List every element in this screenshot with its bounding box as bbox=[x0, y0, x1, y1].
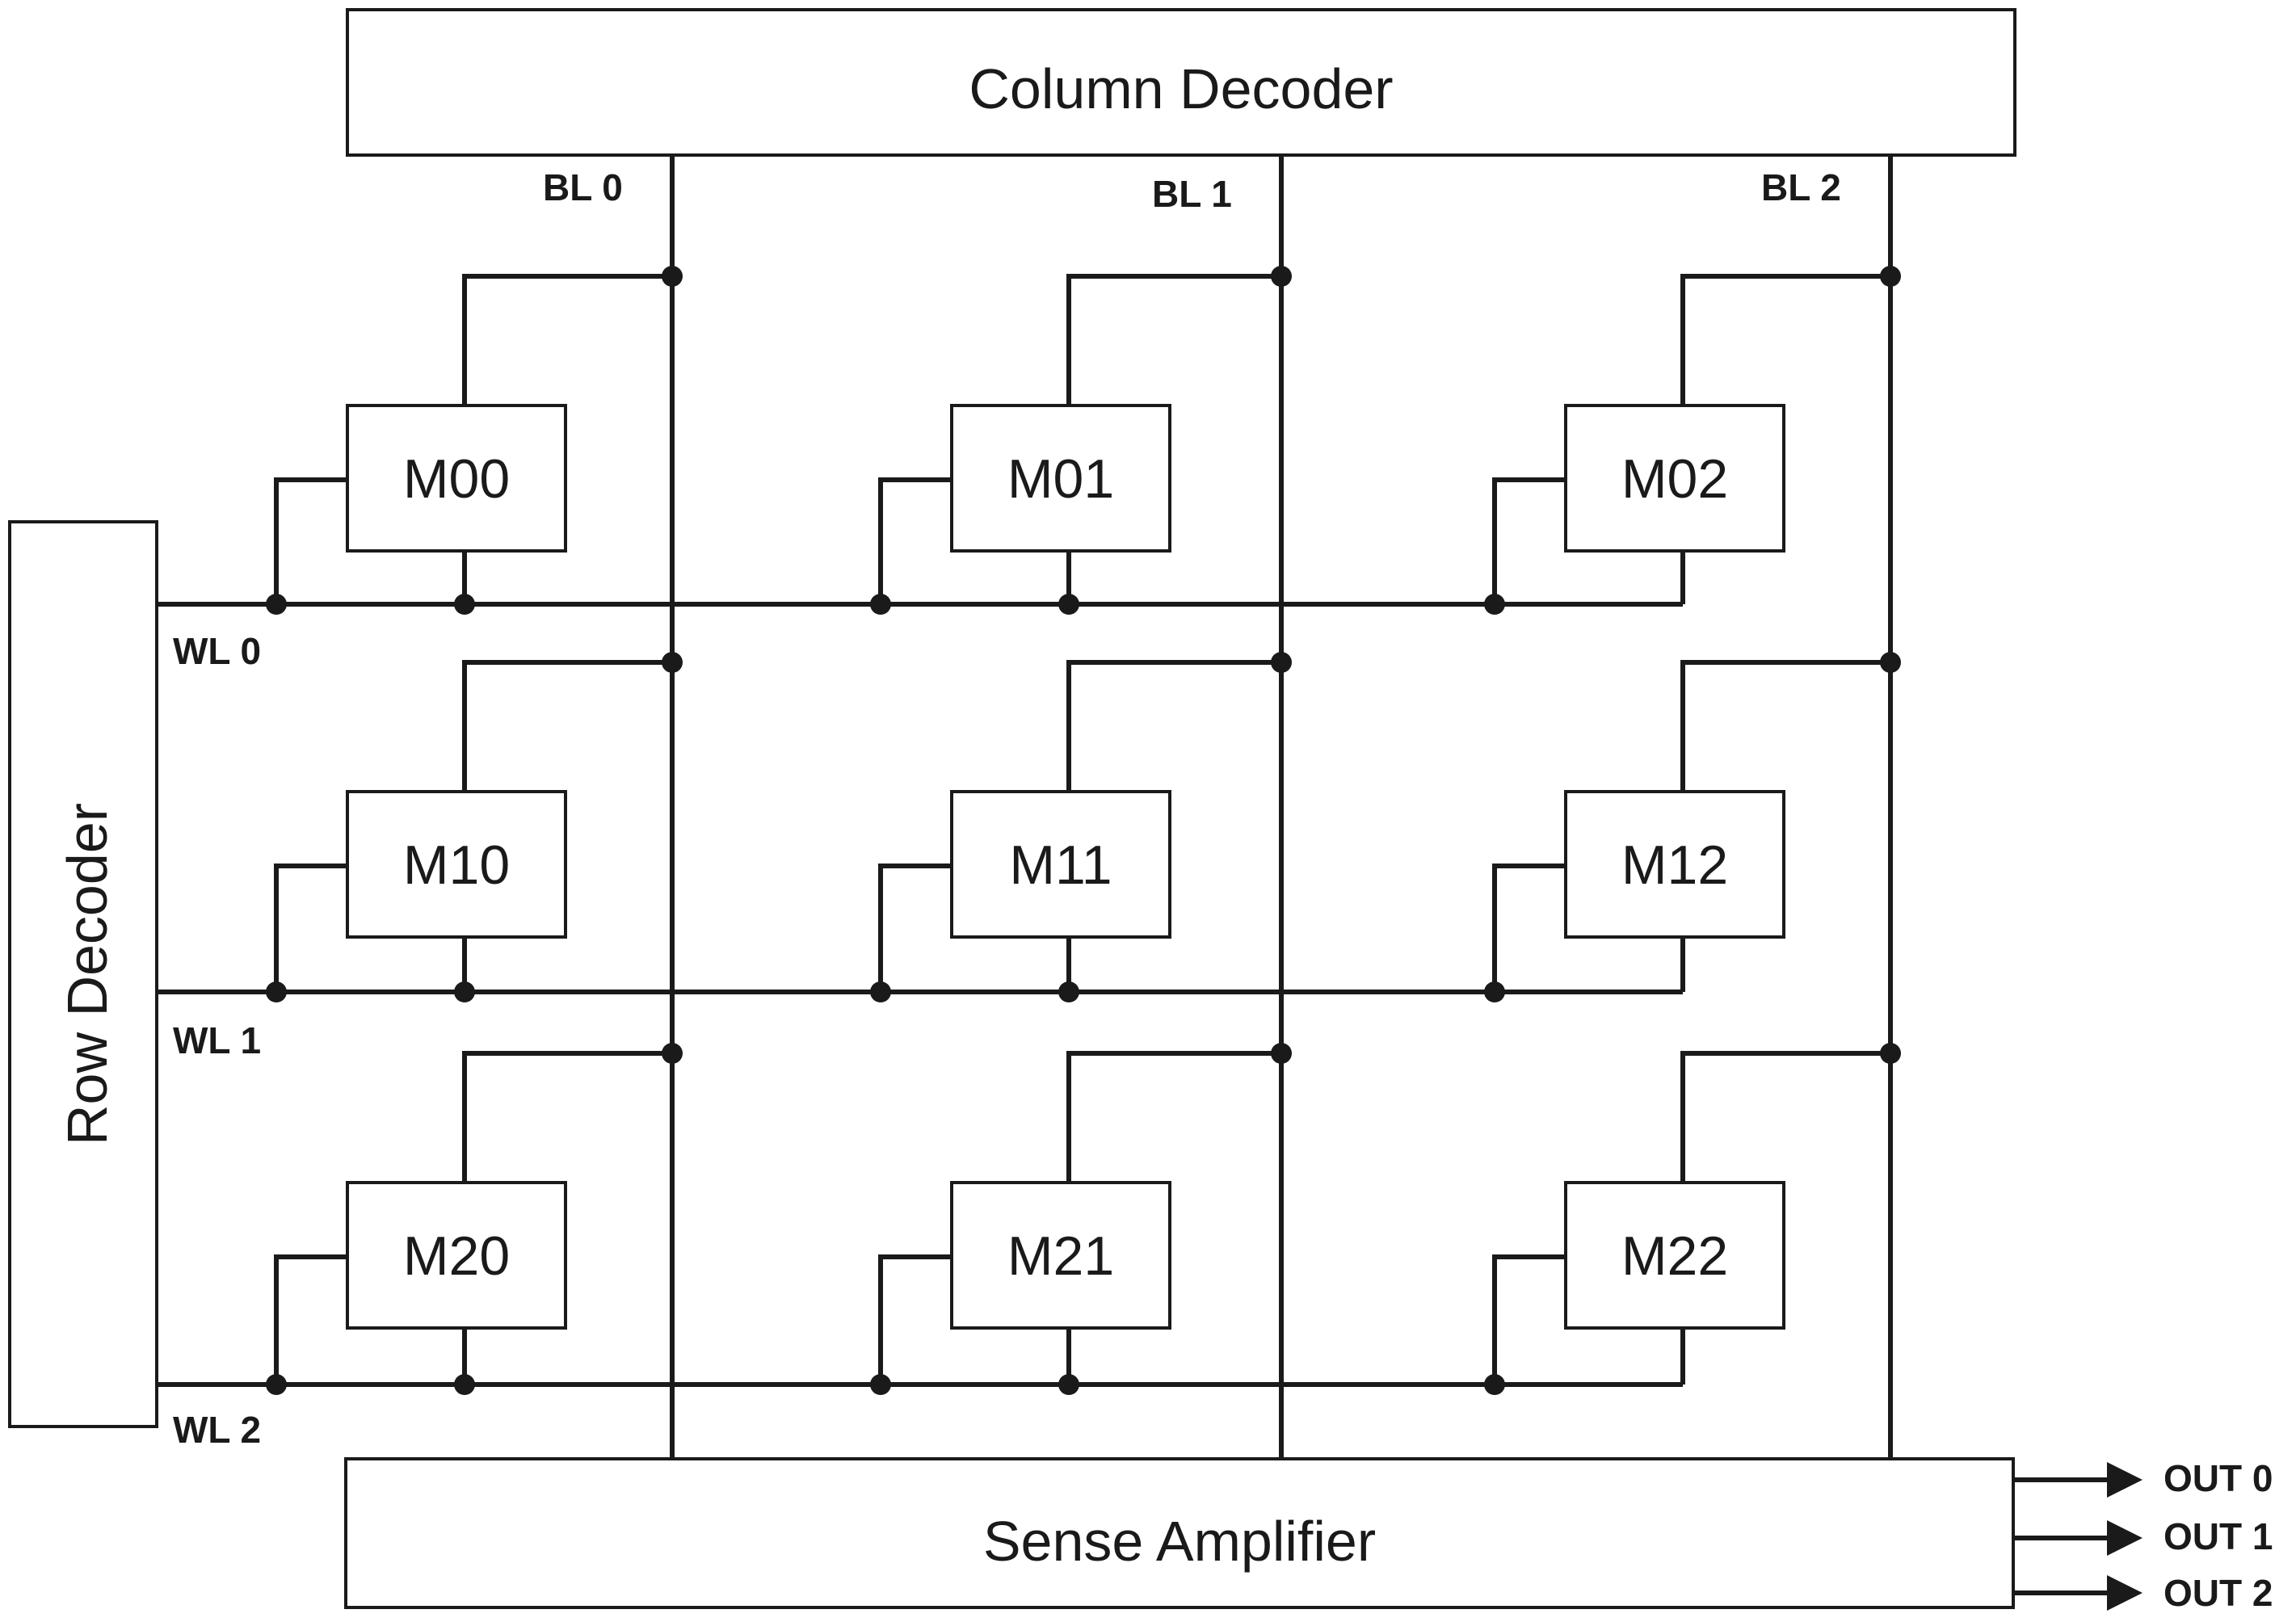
gate-connection bbox=[1492, 864, 1566, 992]
gate-connection bbox=[274, 1254, 347, 1385]
output-label-1: OUT 1 bbox=[2164, 1515, 2273, 1557]
output-label-0: OUT 0 bbox=[2164, 1457, 2273, 1499]
bitline-connection bbox=[462, 660, 672, 792]
junction-dot bbox=[1484, 594, 1505, 615]
memory-cell-label: M11 bbox=[1009, 834, 1112, 896]
memory-cell-00 bbox=[346, 404, 567, 553]
bitline-connection bbox=[1066, 1051, 1281, 1183]
bit-line-label-2: BL 2 bbox=[1761, 166, 1841, 208]
junction-dot bbox=[1880, 652, 1901, 673]
bitline-connection bbox=[462, 1051, 672, 1183]
memory-cell-label: M10 bbox=[403, 834, 510, 896]
junction-dot bbox=[1880, 266, 1901, 287]
junction-dot bbox=[1058, 981, 1079, 1002]
gate-connection bbox=[274, 477, 347, 604]
memory-cell-01 bbox=[950, 404, 1171, 553]
junctions-layer bbox=[266, 266, 1901, 1395]
junction-dot bbox=[454, 594, 475, 615]
bitline-connection bbox=[1066, 274, 1281, 406]
arrow-right-icon bbox=[2107, 1462, 2143, 1498]
bitline-connection bbox=[1680, 660, 1890, 792]
junction-dot bbox=[870, 1374, 891, 1395]
gate-connection bbox=[878, 477, 952, 604]
sense-amplifier-block bbox=[344, 1457, 2015, 1609]
word-line-label-2: WL 2 bbox=[173, 1409, 261, 1451]
memory-cell-21 bbox=[950, 1181, 1171, 1330]
junction-dot bbox=[1271, 266, 1292, 287]
gate-connection bbox=[878, 1254, 952, 1385]
gate-connection bbox=[1492, 477, 1566, 604]
gate-connection bbox=[1492, 1254, 1566, 1385]
gate-connection bbox=[274, 864, 347, 992]
bit-line-label-1: BL 1 bbox=[1152, 173, 1232, 215]
outputs-layer bbox=[2013, 1462, 2143, 1611]
memory-cell-label: M20 bbox=[403, 1225, 510, 1287]
gate-connection bbox=[878, 864, 952, 992]
junction-dot bbox=[662, 266, 683, 287]
memory-cell-11 bbox=[950, 790, 1171, 939]
junction-dot bbox=[870, 594, 891, 615]
junction-dot bbox=[1058, 594, 1079, 615]
junction-dot bbox=[662, 1043, 683, 1064]
bitline-connection bbox=[1680, 274, 1890, 406]
memory-cell-02 bbox=[1564, 404, 1785, 553]
memory-cell-label: M00 bbox=[403, 448, 510, 510]
junction-dot bbox=[1484, 981, 1505, 1002]
junction-dot bbox=[1271, 652, 1292, 673]
bit-line-label-0: BL 0 bbox=[543, 166, 623, 208]
column-decoder-label: Column Decoder bbox=[969, 57, 1393, 120]
junction-dot bbox=[1880, 1043, 1901, 1064]
junction-dot bbox=[454, 1374, 475, 1395]
memory-cell-label: M12 bbox=[1621, 834, 1728, 896]
memory-cell-label: M22 bbox=[1621, 1225, 1728, 1287]
junction-dot bbox=[266, 594, 287, 615]
wires-layer bbox=[157, 155, 1893, 1459]
column-decoder-block bbox=[346, 8, 2016, 157]
junction-dot bbox=[454, 981, 475, 1002]
memory-cell-12 bbox=[1564, 790, 1785, 939]
bitline-connection bbox=[1680, 1051, 1890, 1183]
bitline-connection bbox=[1066, 660, 1281, 792]
junction-dot bbox=[870, 981, 891, 1002]
output-label-2: OUT 2 bbox=[2164, 1572, 2273, 1614]
bitline-connection bbox=[462, 274, 672, 406]
junction-dot bbox=[266, 1374, 287, 1395]
junction-dot bbox=[662, 652, 683, 673]
junction-dot bbox=[1484, 1374, 1505, 1395]
junction-dot bbox=[1271, 1043, 1292, 1064]
memory-cell-label: M21 bbox=[1007, 1225, 1114, 1287]
sense-amplifier-label: Sense Amplifier bbox=[983, 1510, 1376, 1573]
memory-cell-22 bbox=[1564, 1181, 1785, 1330]
arrow-right-icon bbox=[2107, 1520, 2143, 1556]
memory-cell-label: M02 bbox=[1621, 448, 1728, 510]
word-line-label-1: WL 1 bbox=[173, 1019, 261, 1061]
memory-cell-20 bbox=[346, 1181, 567, 1330]
junction-dot bbox=[1058, 1374, 1079, 1395]
memory-cell-10 bbox=[346, 790, 567, 939]
row-decoder-block bbox=[8, 520, 158, 1428]
word-line-label-0: WL 0 bbox=[173, 630, 261, 672]
arrow-right-icon bbox=[2107, 1575, 2143, 1611]
junction-dot bbox=[266, 981, 287, 1002]
memory-cell-label: M01 bbox=[1007, 448, 1114, 510]
row-decoder-label: Row Decoder bbox=[56, 803, 119, 1145]
